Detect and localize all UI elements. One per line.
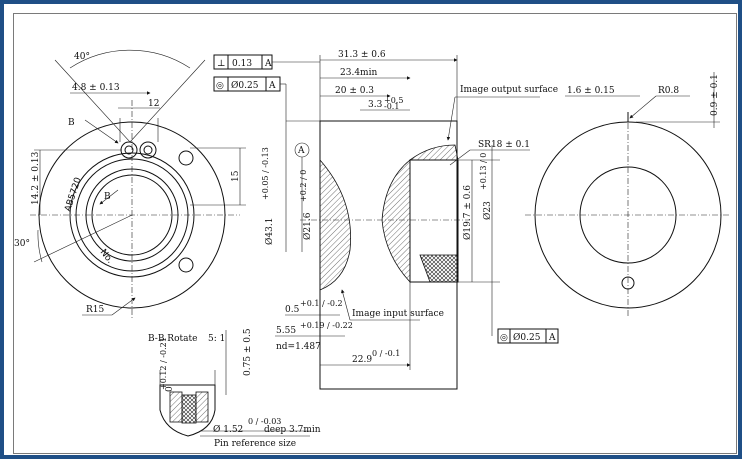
- svg-text:+0.05 / -0.13: +0.05 / -0.13: [261, 147, 270, 200]
- drawing-border: [13, 13, 737, 454]
- input-lens: [319, 158, 351, 291]
- dim-1-6: 1.6 ± 0.15: [567, 86, 615, 96]
- svg-text:A: A: [264, 59, 272, 69]
- dim-0-5: 0.5: [285, 305, 300, 315]
- label-input-surface: Image input surface: [352, 309, 444, 319]
- svg-text:◎: ◎: [216, 81, 224, 91]
- pin-left: [120, 141, 138, 159]
- section-b-inner: B: [104, 192, 111, 202]
- section-detail: B-B Rotate 5: 1 0 +0.12 / -0.21 0.75 ± 0…: [148, 328, 321, 449]
- dim-21-6: Ø21.6: [302, 212, 313, 240]
- section-title: B-B Rotate: [148, 334, 197, 344]
- datum-a: A: [297, 146, 305, 156]
- dim-0-9: 0.9 ± 0.1: [710, 74, 720, 116]
- dim-31-3: 31.3 ± 0.6: [338, 50, 386, 60]
- deep-label: deep 3.7min: [264, 425, 321, 435]
- section-b-top: B: [68, 118, 75, 128]
- svg-text:A: A: [548, 333, 556, 343]
- dim-1-52: Ø 1.52: [213, 424, 243, 435]
- svg-text:+0.1 / -0.2: +0.1 / -0.2: [300, 299, 343, 308]
- svg-text:+0.2 / 0: +0.2 / 0: [299, 170, 308, 202]
- pin-section: [159, 384, 216, 437]
- dim-5-55: 5.55: [276, 326, 296, 336]
- svg-text:Ø0.25: Ø0.25: [513, 332, 541, 343]
- pin-reference-label: Pin reference size: [214, 439, 296, 449]
- dim-23-4: 23.4min: [340, 68, 377, 78]
- dim-14-2: 14.2 ± 0.13: [31, 151, 41, 205]
- angle-40-label: 40°: [74, 52, 90, 62]
- dim-22-9: 22.9: [352, 355, 372, 365]
- svg-text:-0.1: -0.1: [384, 102, 399, 111]
- refractive-index: nd=1.487: [276, 342, 321, 352]
- mount-hole-top: [178, 150, 194, 166]
- svg-text:0 / -0.1: 0 / -0.1: [372, 349, 400, 358]
- right-view: 1.6 ± 0.15 R0.8 0.9 ± 0.1: [525, 72, 730, 318]
- engraving-code: AB5720: [63, 176, 83, 213]
- fcf-position: ◎ Ø0.25 A: [213, 76, 287, 252]
- engraving-no: No.: [98, 248, 115, 266]
- label-output-surface: Image output surface: [460, 85, 558, 95]
- svg-text:0.13: 0.13: [232, 59, 252, 69]
- dim-3-3: 3.3: [368, 100, 383, 110]
- center-view: A 31.3 ± 0.6 23.4min 20 ± 0.3 3.3 +0.5 -…: [261, 50, 558, 390]
- radius-r15: R15: [86, 305, 105, 315]
- label-sr18: SR18 ± 0.1: [478, 140, 530, 150]
- output-dome: [381, 159, 411, 284]
- dim-43-1: Ø43.1: [264, 218, 275, 245]
- dim-12: 12: [148, 99, 159, 109]
- dim-0-tol: 0: [165, 386, 175, 392]
- dim-20: 20 ± 0.3: [335, 86, 374, 96]
- dim-19-7: Ø19.7 ± 0.6: [462, 185, 473, 240]
- svg-text:+0.12 / -0.21: +0.12 / -0.21: [159, 337, 168, 390]
- mount-hole-bottom: [178, 257, 194, 273]
- section-scale: 5: 1: [208, 334, 225, 344]
- svg-text:Ø0.25: Ø0.25: [231, 80, 259, 91]
- svg-text:+0.13 / 0: +0.13 / 0: [479, 153, 488, 190]
- angle-30-label: 30°: [14, 239, 30, 249]
- svg-text:+0.19 / -0.22: +0.19 / -0.22: [300, 321, 353, 330]
- pin-right: [139, 141, 157, 159]
- dim-4-8: 4.8 ± 0.13: [72, 83, 120, 93]
- svg-text:+0.5: +0.5: [384, 96, 403, 105]
- dim-0-75: 0.75 ± 0.5: [243, 328, 253, 376]
- fcf-position-bottom: ◎ Ø0.25 A: [491, 328, 559, 344]
- svg-text:◎: ◎: [500, 333, 508, 343]
- svg-text:0 / -0.03: 0 / -0.03: [248, 417, 281, 426]
- dim-23: Ø23: [482, 201, 493, 220]
- svg-text:⊥: ⊥: [217, 59, 225, 69]
- fcf-perpendicularity: ⊥ 0.13 A: [213, 54, 320, 70]
- left-view: 40° 4.8 ± 0.13 12 B B AB5720 No. 14.2 ± …: [14, 49, 246, 320]
- dim-15: 15: [231, 170, 241, 182]
- svg-text:A: A: [268, 81, 276, 91]
- radius-r0-8: R0.8: [658, 86, 679, 96]
